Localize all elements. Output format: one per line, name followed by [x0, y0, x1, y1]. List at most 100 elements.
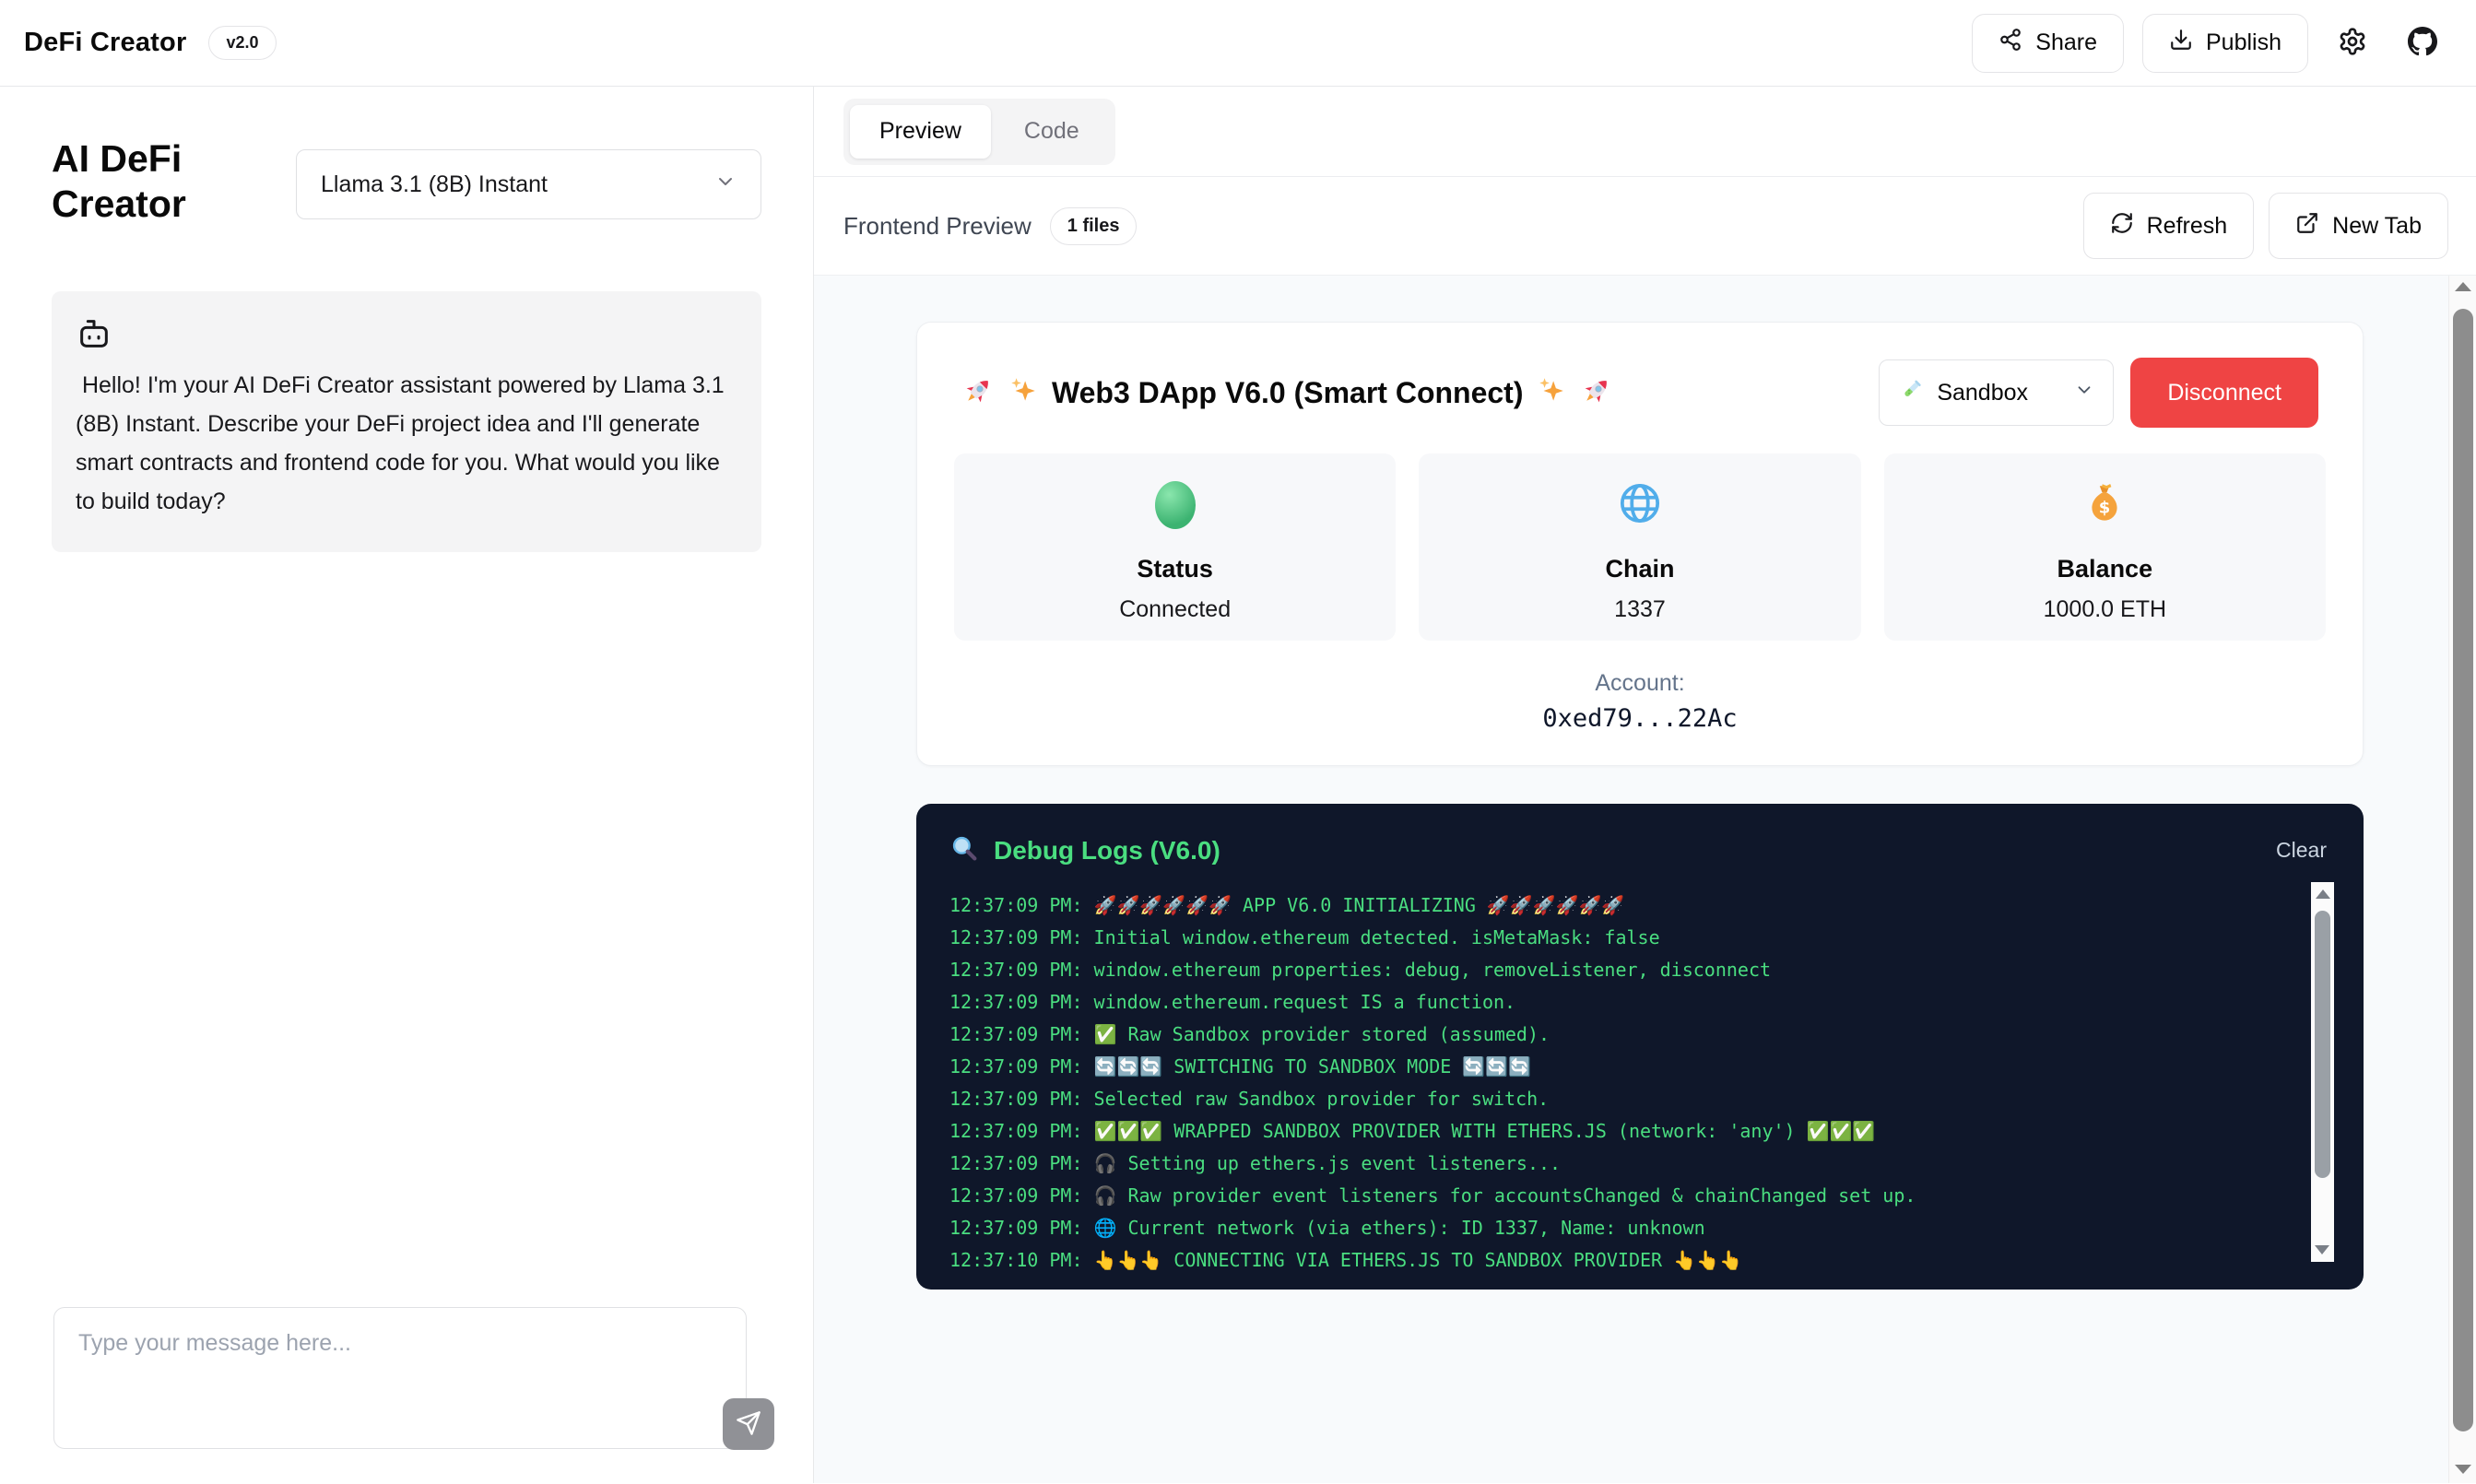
log-time: 12:37:09 PM:	[949, 926, 1083, 948]
dapp-card: Web3 DApp V6.0 (Smart Connect)	[916, 322, 2364, 766]
log-line: 12:37:09 PM: window.ethereum properties:…	[949, 954, 2262, 986]
dapp-title: Web3 DApp V6.0 (Smart Connect)	[1052, 375, 1524, 409]
stat-label: Status	[1137, 555, 1213, 583]
log-line: 12:37:09 PM: ✅✅✅ WRAPPED SANDBOX PROVIDE…	[949, 1115, 2262, 1148]
download-icon	[2169, 28, 2193, 58]
sparkles-icon	[1008, 375, 1039, 411]
paper-plane-icon	[736, 1410, 761, 1439]
log-time: 12:37:09 PM:	[949, 959, 1083, 981]
log-time: 12:37:09 PM:	[949, 1120, 1083, 1142]
tab-code[interactable]: Code	[995, 105, 1109, 159]
magnifier-icon	[949, 833, 979, 867]
money-bag-icon: $	[2082, 481, 2127, 530]
version-badge: v2.0	[208, 26, 277, 60]
tab-preview[interactable]: Preview	[850, 104, 991, 159]
page-title: AI DeFi Creator	[52, 137, 186, 225]
app-title: DeFi Creator	[24, 28, 187, 57]
assistant-message-bubble: Hello! I'm your AI DeFi Creator assistan…	[52, 291, 761, 552]
scroll-down-arrow[interactable]	[2315, 1245, 2329, 1254]
log-line: 12:37:09 PM: ✅ Raw Sandbox provider stor…	[949, 1019, 2262, 1051]
log-line: 12:37:09 PM: 🎧 Raw provider event listen…	[949, 1180, 2262, 1212]
clear-logs-button[interactable]: Clear	[2276, 838, 2327, 862]
log-scrollbar-thumb[interactable]	[2315, 911, 2330, 1178]
log-time: 12:37:09 PM:	[949, 894, 1083, 916]
chevron-down-icon	[2074, 380, 2094, 406]
log-time: 12:37:09 PM:	[949, 1184, 1083, 1207]
scroll-up-arrow[interactable]	[2315, 889, 2330, 899]
log-scrollbar[interactable]	[2311, 882, 2334, 1262]
debug-logs-title: Debug Logs (V6.0)	[994, 835, 1220, 865]
globe-icon	[1617, 480, 1663, 531]
github-button[interactable]	[2397, 18, 2448, 69]
send-button[interactable]	[723, 1398, 774, 1450]
gear-icon	[2338, 27, 2367, 59]
stat-card-chain: Chain 1337	[1419, 453, 1861, 641]
tabs-container: Preview Code	[843, 98, 1115, 165]
log-time: 12:37:09 PM:	[949, 1217, 1083, 1239]
model-select[interactable]: Llama 3.1 (8B) Instant	[296, 149, 761, 219]
stat-value: Connected	[1119, 596, 1232, 622]
bot-icon	[76, 320, 112, 356]
assistant-message: Hello! I'm your AI DeFi Creator assistan…	[76, 372, 731, 514]
account-value: 0xed79...22Ac	[1542, 704, 1738, 733]
app-header: DeFi Creator v2.0 Share Publish	[0, 0, 2476, 87]
scroll-down-arrow[interactable]	[2455, 1465, 2471, 1474]
log-line: 12:37:09 PM: window.ethereum.request IS …	[949, 986, 2262, 1019]
workspace: Preview Code Frontend Preview 1 files Re…	[814, 87, 2476, 1483]
green-circle-icon	[1154, 481, 1196, 529]
log-text: ✅✅✅ WRAPPED SANDBOX PROVIDER WITH ETHERS…	[1082, 1120, 1876, 1142]
log-line: 12:37:09 PM: 🔄🔄🔄 SWITCHING TO SANDBOX MO…	[949, 1051, 2262, 1083]
log-time: 12:37:09 PM:	[949, 1152, 1083, 1174]
disconnect-button[interactable]: Disconnect	[2130, 358, 2318, 428]
log-text: Selected raw Sandbox provider for switch…	[1082, 1088, 1550, 1110]
stat-card-balance: $ Balance 1000.0 ETH	[1883, 453, 2326, 641]
stat-value: 1337	[1614, 596, 1666, 622]
account-label: Account:	[1595, 670, 1685, 696]
log-line: 12:37:09 PM: 🌐 Current network (via ethe…	[949, 1212, 2262, 1244]
log-text: 🚀🚀🚀🚀🚀🚀 APP V6.0 INITIALIZING 🚀🚀🚀🚀🚀🚀	[1082, 894, 1625, 916]
preview-viewport: Web3 DApp V6.0 (Smart Connect)	[814, 276, 2476, 1483]
log-text: Initial window.ethereum detected. isMeta…	[1082, 926, 1660, 948]
external-link-icon	[2295, 211, 2319, 241]
publish-button[interactable]: Publish	[2142, 13, 2308, 73]
tabs-row: Preview Code	[814, 87, 2476, 177]
preview-scrollbar-thumb[interactable]	[2453, 309, 2473, 1431]
log-line: 12:37:10 PM: 👆👆👆 CONNECTING VIA ETHERS.J…	[949, 1244, 2262, 1277]
log-time: 12:37:10 PM:	[949, 1249, 1083, 1271]
chat-sidebar: AI DeFi Creator Llama 3.1 (8B) Instant H…	[0, 87, 814, 1483]
share-icon	[1998, 28, 2022, 58]
log-time: 12:37:09 PM:	[949, 1088, 1083, 1110]
log-text: window.ethereum properties: debug, remov…	[1082, 959, 1772, 981]
log-line: 12:37:09 PM: 🎧 Setting up ethers.js even…	[949, 1148, 2262, 1180]
rocket-icon	[1580, 374, 1613, 412]
settings-button[interactable]	[2327, 18, 2378, 69]
log-line: 12:37:09 PM: Initial window.ethereum det…	[949, 922, 2262, 954]
refresh-icon	[2110, 211, 2134, 241]
new-tab-button[interactable]: New Tab	[2269, 193, 2448, 259]
log-text: 🔄🔄🔄 SWITCHING TO SANDBOX MODE 🔄🔄🔄	[1082, 1055, 1532, 1078]
scroll-up-arrow[interactable]	[2454, 282, 2471, 291]
files-count-badge: 1 files	[1049, 206, 1138, 245]
chevron-down-icon	[714, 171, 737, 199]
message-composer	[53, 1307, 774, 1454]
log-time: 12:37:09 PM:	[949, 991, 1083, 1013]
log-text: 🎧 Raw provider event listeners for accou…	[1082, 1184, 1916, 1207]
message-input[interactable]	[53, 1307, 747, 1449]
frontend-preview-label: Frontend Preview	[843, 211, 1032, 240]
network-select-value: Sandbox	[1937, 379, 2029, 406]
network-select[interactable]: Sandbox	[1879, 359, 2115, 426]
refresh-button[interactable]: Refresh	[2082, 193, 2255, 259]
stat-label: Chain	[1605, 555, 1675, 583]
rocket-icon	[961, 374, 995, 412]
share-button[interactable]: Share	[1972, 13, 2124, 73]
log-time: 12:37:09 PM:	[949, 1055, 1083, 1078]
log-line: 12:37:09 PM: Selected raw Sandbox provid…	[949, 1083, 2262, 1115]
log-text: 👆👆👆 CONNECTING VIA ETHERS.JS TO SANDBOX …	[1082, 1249, 1742, 1271]
log-text: ✅ Raw Sandbox provider stored (assumed).	[1082, 1023, 1550, 1045]
svg-text:$: $	[2099, 498, 2111, 517]
github-icon	[2408, 27, 2437, 59]
stat-value: 1000.0 ETH	[2043, 596, 2167, 622]
test-tube-icon	[1898, 377, 1924, 409]
preview-scrollbar[interactable]	[2448, 276, 2476, 1483]
log-area: 12:37:09 PM: 🚀🚀🚀🚀🚀🚀 APP V6.0 INITIALIZIN…	[949, 889, 2327, 1277]
